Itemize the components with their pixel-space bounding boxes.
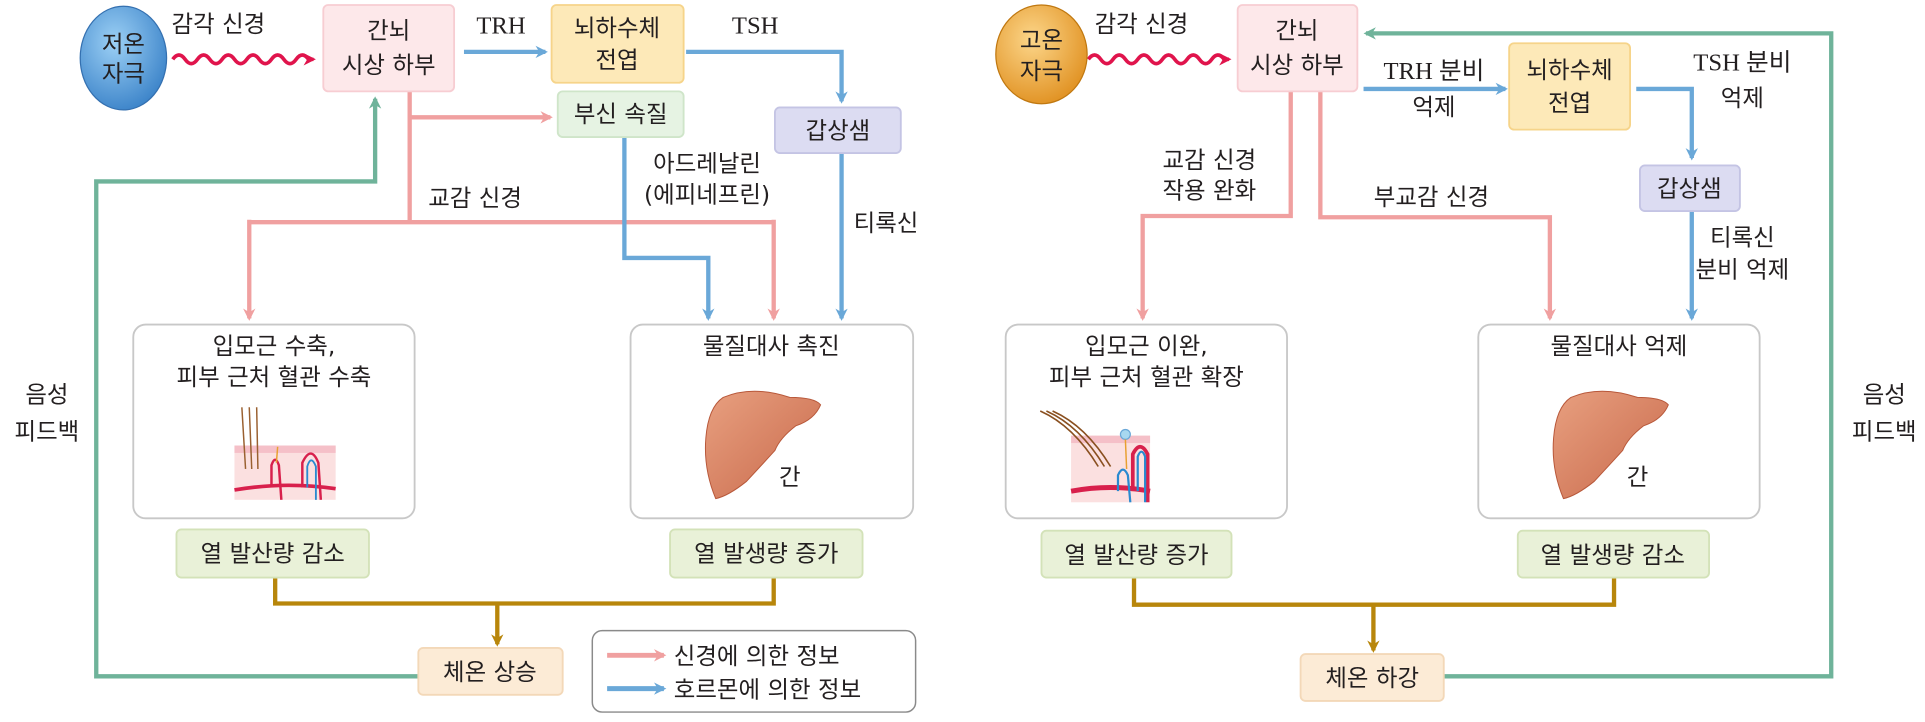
pituitary-box (550, 4, 685, 84)
hypothalamus-line2: 시상 하부 (342, 51, 436, 79)
liver-label: 간 (779, 463, 801, 491)
tsh-arrow (686, 49, 848, 104)
sensory-nerve-label: 감각 신경 (1095, 10, 1189, 38)
negative-feedback-line (94, 96, 419, 679)
hypothalamus-line1: 간뇌 (1275, 16, 1318, 44)
result-connector (1131, 577, 1617, 607)
body-temp-label: 체온 하강 (1325, 664, 1419, 692)
thyroid-box (774, 106, 902, 155)
body-temp-box (1299, 653, 1445, 702)
body-temp-label: 체온 상승 (443, 658, 537, 686)
tsh-arrow (1636, 86, 1698, 161)
liver-label: 간 (1627, 463, 1649, 491)
metabolism-label: 물질대사 촉진 (703, 332, 840, 360)
skin-response-card (132, 323, 416, 520)
hypothalamus-line1: 간뇌 (367, 16, 410, 44)
skin-response-line1: 입모근 이완, (1085, 332, 1208, 360)
pituitary-box (1508, 42, 1632, 131)
heat-gen-box (669, 528, 864, 579)
legend: 신경에 의한 정보 호르몬에 의한 정보 (591, 629, 917, 713)
thyroxine-line2: 분비 억제 (1696, 256, 1790, 284)
result-connector (273, 577, 776, 606)
sympathetic-line2: 작용 완화 (1162, 177, 1256, 205)
heat-gen-label: 열 발생량 증가 (694, 540, 838, 568)
tsh-label: TSH (732, 12, 779, 39)
cold-panel: 저온 자극 감각 신경 간뇌 시상 하부 TRH 뇌하수체 전엽 TSH 부신 … (15, 4, 919, 713)
adrenaline-arrow (622, 137, 715, 321)
adrenal-medulla-label: 부신 속질 (574, 100, 668, 128)
pituitary-line1: 뇌하수체 (1526, 56, 1612, 84)
cold-stimulus (79, 5, 168, 111)
heat-loss-box (175, 528, 370, 579)
skin-dilated-illustration (1039, 410, 1151, 503)
pituitary-line1: 뇌하수체 (574, 14, 660, 42)
thyroxine-line1: 티록신 (1710, 224, 1775, 252)
tsh-label-line1: TSH 분비 (1693, 48, 1791, 76)
parasympathetic-label: 부교감 신경 (1374, 183, 1489, 211)
feedback-line1: 음성 (25, 380, 68, 408)
adrenaline-line2: (에피네프린) (644, 180, 770, 208)
legend-hormone-label: 호르몬에 의한 정보 (674, 675, 861, 703)
trh-label: TRH (476, 12, 526, 39)
sensory-nerve-wave (1086, 53, 1232, 66)
feedback-line2: 피드백 (1852, 417, 1917, 445)
hypothalamus-line2: 시상 하부 (1250, 51, 1344, 79)
sympathetic-arrow (1136, 91, 1293, 321)
hot-stimulus-line2: 자극 (1020, 57, 1063, 85)
sympathetic-line1: 교감 신경 (1162, 146, 1256, 174)
liver-illustration (1552, 390, 1669, 500)
thyroid-label: 갑상샘 (1657, 174, 1722, 202)
thyroid-box (1639, 164, 1741, 212)
skin-response-line2: 피부 근처 혈관 확장 (1049, 363, 1244, 391)
sensory-nerve-label: 감각 신경 (172, 10, 266, 38)
heat-gen-box (1516, 529, 1710, 579)
cold-stimulus-line1: 저온 (102, 30, 145, 58)
skin-response-line1: 입모근 수축, (213, 332, 336, 360)
heat-loss-label: 열 발산량 감소 (201, 540, 345, 568)
body-temp-box (417, 646, 564, 696)
heat-loss-box (1040, 529, 1233, 579)
heat-loss-label: 열 발산량 증가 (1064, 541, 1208, 569)
heat-gen-label: 열 발생량 감소 (1541, 541, 1685, 569)
sensory-nerve-wave (171, 53, 316, 66)
hot-panel: 고온 자극 감각 신경 간뇌 시상 하부 TRH 분비 억제 뇌하수체 전엽 T… (995, 4, 1917, 702)
cold-stimulus-line2: 자극 (102, 60, 145, 88)
feedback-line1: 음성 (1863, 380, 1906, 408)
trh-label-line2: 억제 (1412, 93, 1455, 121)
hot-stimulus-line1: 고온 (1020, 26, 1063, 54)
hot-stimulus (995, 4, 1088, 105)
metabolism-label: 물질대사 억제 (1551, 332, 1688, 360)
pituitary-line2: 전엽 (1548, 89, 1591, 117)
tsh-label-line2: 억제 (1721, 84, 1764, 112)
pituitary-line2: 전엽 (595, 46, 638, 74)
skin-constricted-illustration (234, 407, 336, 500)
trh-label-line1: TRH 분비 (1383, 57, 1484, 85)
hypothalamus-box (1236, 4, 1359, 93)
negative-feedback-line (1363, 27, 1834, 679)
thyroid-label: 갑상샘 (806, 116, 871, 144)
hypothalamus-box (322, 4, 456, 93)
adrenal-medulla-box (556, 90, 685, 138)
skin-response-line2: 피부 근처 혈관 수축 (177, 363, 372, 391)
thyroxine-label: 티록신 (854, 209, 919, 237)
feedback-line2: 피드백 (15, 417, 80, 445)
liver-illustration (704, 390, 822, 500)
sympathetic-label: 교감 신경 (428, 184, 522, 212)
legend-nerve-label: 신경에 의한 정보 (674, 642, 840, 670)
adrenaline-line1: 아드레날린 (653, 150, 761, 178)
parasympathetic-arrow (1318, 91, 1557, 321)
